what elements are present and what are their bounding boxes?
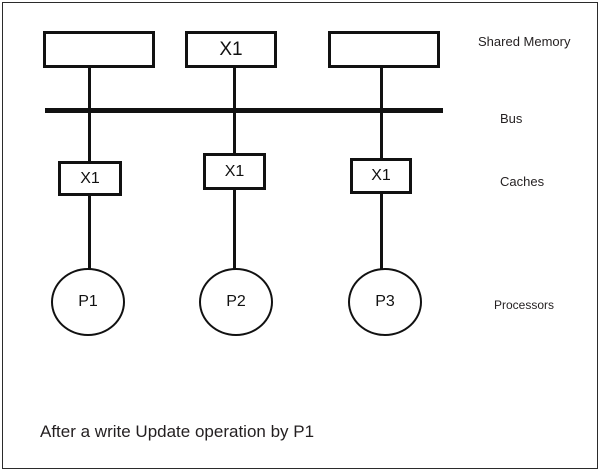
diagram-caption: After a write Update operation by P1 (40, 422, 315, 441)
processor-node-1-label: P1 (78, 293, 98, 310)
shared-memory-block-3 (328, 31, 440, 68)
layer-label-shared-memory: Shared Memory (478, 34, 571, 49)
layer-label-caches: Caches (500, 174, 545, 189)
processor-node-3: P3 (348, 268, 422, 336)
cache-block-3: X1 (350, 158, 412, 194)
bus-line (45, 108, 443, 113)
processor-node-2: P2 (199, 268, 273, 336)
cache-block-2-value: X1 (224, 162, 245, 180)
layer-label-processors: Processors (494, 298, 555, 312)
shared-memory-block-2-value: X1 (219, 39, 243, 60)
cache-block-1: X1 (58, 161, 122, 196)
cache-block-3-value: X1 (371, 167, 391, 184)
connector-cache-to-processor-2 (233, 190, 236, 270)
cache-block-2: X1 (203, 153, 266, 190)
processor-node-3-label: P3 (375, 293, 395, 310)
cache-block-1-value: X1 (80, 169, 100, 187)
shared-memory-block-1 (43, 31, 155, 68)
connector-cache-to-processor-3 (380, 194, 383, 272)
connector-cache-to-processor-1 (88, 196, 91, 272)
processor-node-2-label: P2 (226, 293, 246, 310)
layer-label-bus: Bus (500, 111, 523, 126)
processor-node-1: P1 (51, 268, 125, 336)
shared-memory-block-2: X1 (185, 31, 277, 68)
connector-memory-to-cache-3 (380, 68, 383, 160)
connector-memory-to-cache-1 (88, 68, 91, 163)
